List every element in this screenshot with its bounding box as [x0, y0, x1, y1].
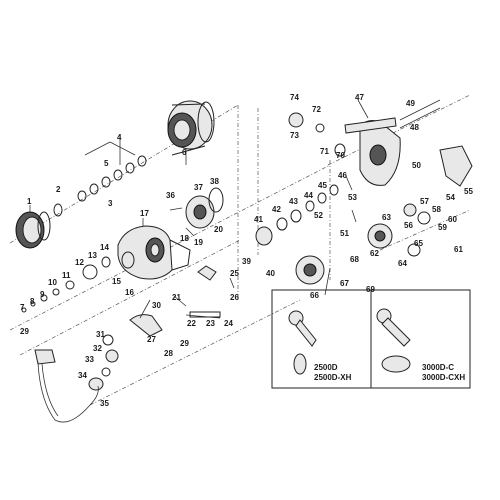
- label-31: 31: [96, 330, 105, 339]
- label-13: 13: [88, 251, 97, 260]
- label-8: 8: [30, 297, 35, 306]
- caption-2500d: 2500D: [314, 363, 338, 372]
- reel-body: [344, 99, 441, 186]
- label-47: 47: [355, 93, 364, 102]
- label-15: 15: [112, 277, 121, 286]
- label-52: 52: [314, 211, 323, 220]
- label-51: 51: [340, 229, 349, 238]
- caption-3000d-cxh: 3000D-CXH: [422, 373, 465, 382]
- label-66: 66: [310, 291, 319, 300]
- label-48: 48: [410, 123, 419, 132]
- label-28: 28: [164, 349, 173, 358]
- label-45: 45: [318, 181, 327, 190]
- handle-left: [288, 310, 317, 375]
- label-19: 19: [194, 238, 203, 247]
- label-71: 71: [320, 147, 329, 156]
- label-64: 64: [398, 259, 407, 268]
- screws-center: [169, 207, 235, 319]
- label-21: 21: [172, 293, 181, 302]
- label-7: 7: [20, 303, 25, 312]
- rotor-shaft-parts: [255, 184, 339, 246]
- gear-housing: [185, 187, 224, 281]
- handle-right: [376, 308, 411, 373]
- label-29a: 29: [20, 327, 29, 336]
- label-12: 12: [75, 258, 84, 267]
- label-61: 61: [454, 245, 463, 254]
- handle-model-captions: 2500D 2500D-XH 3000D-C 3000D-CXH: [314, 363, 465, 382]
- label-35: 35: [100, 399, 109, 408]
- label-1: 1: [27, 197, 32, 206]
- label-38: 38: [210, 177, 219, 186]
- body-cover: [439, 145, 473, 187]
- label-36: 36: [166, 191, 175, 200]
- label-46: 46: [338, 171, 347, 180]
- label-57: 57: [420, 197, 429, 206]
- main-gear: [295, 203, 431, 285]
- label-73: 73: [290, 131, 299, 140]
- label-65: 65: [414, 239, 423, 248]
- label-43: 43: [289, 197, 298, 206]
- label-39: 39: [242, 257, 251, 266]
- label-67: 67: [340, 279, 349, 288]
- caption-2500d-xh: 2500D-XH: [314, 373, 352, 382]
- label-24: 24: [224, 319, 233, 328]
- label-5: 5: [104, 159, 109, 168]
- small-parts-right: [288, 112, 357, 223]
- label-50: 50: [412, 161, 421, 170]
- label-6: 6: [182, 148, 187, 157]
- leader-lines: [29, 99, 369, 319]
- label-58: 58: [432, 205, 441, 214]
- label-63: 63: [382, 213, 391, 222]
- bail-arm: [34, 314, 163, 423]
- label-27: 27: [147, 335, 156, 344]
- label-34: 34: [78, 371, 87, 380]
- label-9: 9: [40, 290, 45, 299]
- label-59: 59: [438, 223, 447, 232]
- label-10: 10: [48, 278, 57, 287]
- label-74: 74: [290, 93, 299, 102]
- label-3: 3: [108, 199, 113, 208]
- label-29b: 29: [180, 339, 189, 348]
- label-41: 41: [254, 215, 263, 224]
- part-number-labels: 1 2 3 4 5 6 7 8 9 10 11 12 13 14 15 16 1…: [20, 93, 473, 408]
- label-54: 54: [446, 193, 455, 202]
- label-26: 26: [230, 293, 239, 302]
- spool-washers: [53, 155, 147, 217]
- label-53: 53: [348, 193, 357, 202]
- label-55: 55: [464, 187, 473, 196]
- label-4: 4: [117, 133, 122, 142]
- handle-inset-frame: [271, 289, 471, 389]
- label-11: 11: [62, 271, 71, 280]
- label-2: 2: [56, 185, 61, 194]
- label-62: 62: [370, 249, 379, 258]
- spool: [167, 100, 215, 156]
- label-49: 49: [406, 99, 415, 108]
- label-37: 37: [194, 183, 203, 192]
- caption-3000d-c: 3000D-C: [422, 363, 454, 372]
- drag-knob: [15, 211, 51, 249]
- rotor-small-parts: [21, 251, 135, 313]
- label-68: 68: [350, 255, 359, 264]
- label-40: 40: [266, 269, 275, 278]
- label-30: 30: [152, 301, 161, 310]
- label-16: 16: [125, 288, 134, 297]
- label-72: 72: [312, 105, 321, 114]
- label-32: 32: [93, 344, 102, 353]
- label-69: 69: [366, 285, 375, 294]
- label-20: 20: [214, 225, 223, 234]
- label-18: 18: [180, 234, 189, 243]
- label-22: 22: [187, 319, 196, 328]
- label-14: 14: [100, 243, 109, 252]
- label-56: 56: [404, 221, 413, 230]
- label-42: 42: [272, 205, 281, 214]
- label-60: 60: [448, 215, 457, 224]
- label-17: 17: [140, 209, 149, 218]
- label-33: 33: [85, 355, 94, 364]
- label-25: 25: [230, 269, 239, 278]
- label-70: 70: [336, 151, 345, 160]
- label-23: 23: [206, 319, 215, 328]
- label-44: 44: [304, 191, 313, 200]
